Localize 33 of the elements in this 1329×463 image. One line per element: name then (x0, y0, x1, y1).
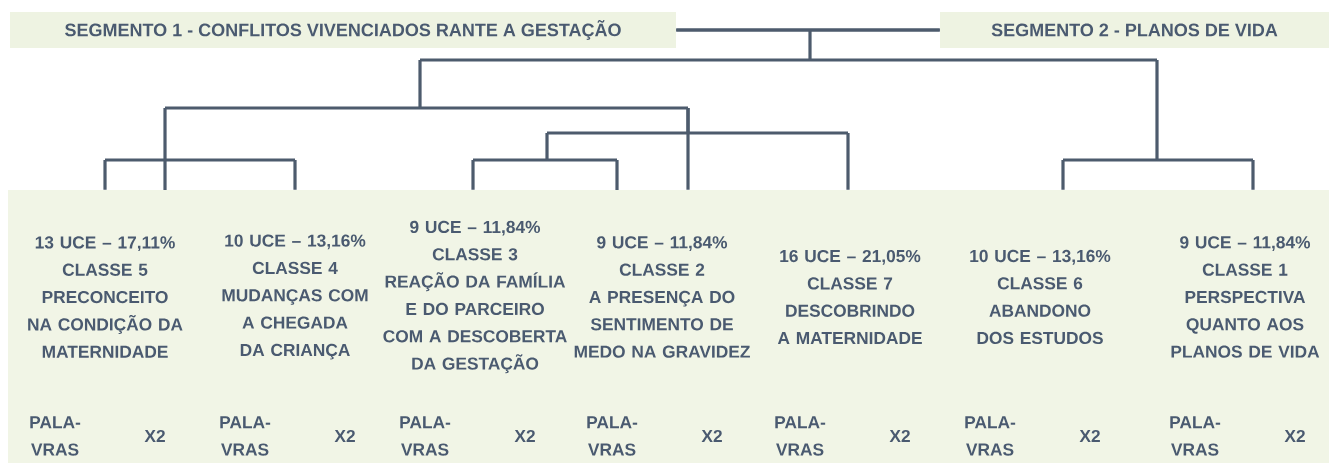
background-band (8, 190, 1329, 463)
column-header: PALA- VRAS (30, 416, 81, 456)
column-header: PALA- VRAS (965, 416, 1016, 456)
class-description: 13 UCE – 17,11% CLASSE 5 PRECONCEITO NA CONDIÇÃO DA MATERNIDADE (28, 236, 183, 358)
column-header: PALA- VRAS (587, 416, 638, 456)
column-header: X2 (144, 429, 165, 443)
dendrogram-branch (103, 158, 167, 192)
dendrogram-branch (1061, 158, 1159, 192)
column-header: PALA- VRAS (220, 416, 271, 456)
column-header: X2 (889, 429, 910, 443)
column-header: X2 (1079, 429, 1100, 443)
column-header: X2 (334, 429, 355, 443)
class-description: 9 UCE – 11,84% CLASSE 2 A PRESENÇA DO SENTIMENTO DE MEDO NA GRAVIDEZ (574, 236, 750, 358)
dendrogram-branch (686, 108, 690, 190)
class-description: 9 UCE – 11,84% CLASSE 1 PERSPECTIVA QUANTO AOS PLANOS DE VIDA (1171, 236, 1320, 358)
column-header: X2 (1284, 429, 1305, 443)
dendrogram-branch (686, 131, 850, 192)
connector-line (676, 28, 940, 32)
dendrogram-branch (420, 106, 688, 110)
class-description: 10 UCE – 13,16% CLASSE 4 MUDANÇAS COM A CHEGADA DA CRIANÇA (222, 234, 368, 360)
column-header: PALA- VRAS (1170, 416, 1221, 456)
column-header: X2 (514, 429, 535, 443)
class-description: 16 UCE – 21,05% CLASSE 7 DESCOBRINDO A MATERNIDADE (777, 249, 922, 345)
dendrogram-branch (808, 30, 812, 60)
dendrogram-branch (163, 158, 297, 192)
dendrogram-branch (1155, 158, 1255, 192)
column-header: PALA- VRAS (775, 416, 826, 456)
column-header: PALA- VRAS (400, 416, 451, 456)
segment-box: SEGMENTO 2 - PLANOS DE VIDA (940, 12, 1329, 48)
segment-box: SEGMENTO 1 - CONFLITOS VIVENCIADOS RANTE A GESTAÇÃO (10, 12, 676, 48)
class-description: 10 UCE – 13,16% CLASSE 6 ABANDONO DOS ESTUDOS (970, 249, 1111, 345)
column-header: X2 (701, 429, 722, 443)
class-description: 9 UCE – 11,84% CLASSE 3 REAÇÃO DA FAMÍLIA E DO PARCEIRO COM A DESCOBERTA DA GESTAÇÃO (383, 220, 567, 374)
